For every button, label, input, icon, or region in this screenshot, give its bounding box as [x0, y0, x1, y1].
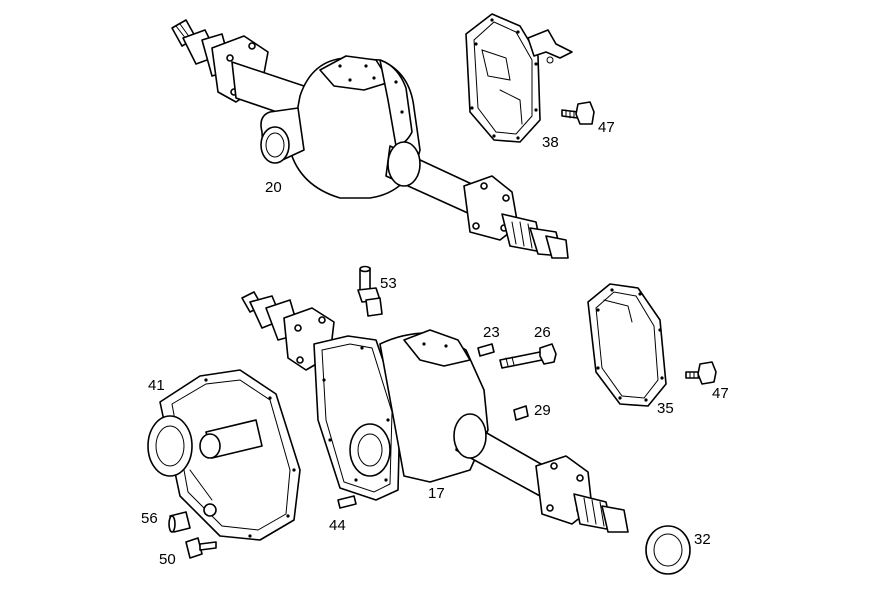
- plug-56: [168, 511, 191, 533]
- callout-56: 56: [141, 510, 158, 527]
- callout-29: 29: [534, 402, 551, 419]
- axle-housing-upper: [171, 19, 569, 259]
- callout-47-upper: 47: [598, 119, 615, 136]
- axle-housing-lower: [241, 291, 629, 533]
- callout-35: 35: [657, 400, 674, 417]
- plug-29: [513, 405, 529, 421]
- callout-44: 44: [329, 517, 346, 534]
- pin-44: [337, 495, 357, 509]
- breather-53: [357, 265, 383, 317]
- callout-32: 32: [694, 531, 711, 548]
- bolt-26: [499, 343, 557, 369]
- callout-20: 20: [265, 179, 282, 196]
- callout-17: 17: [428, 485, 445, 502]
- callout-53: 53: [380, 275, 397, 292]
- callout-23: 23: [483, 324, 500, 341]
- pin-23: [477, 343, 495, 357]
- bolt-47-upper: [561, 101, 595, 125]
- bolt-47-lower: [685, 361, 717, 385]
- rear-cover-38: [465, 13, 573, 143]
- rear-cover-35: [587, 283, 667, 407]
- seal-ring-32: [645, 525, 691, 575]
- callout-41: 41: [148, 377, 165, 394]
- bolt-50: [185, 537, 217, 559]
- front-cover-41: [147, 369, 301, 541]
- callout-26: 26: [534, 324, 551, 341]
- callout-50: 50: [159, 551, 176, 568]
- callout-47-lower: 47: [712, 385, 729, 402]
- callout-38: 38: [542, 134, 559, 151]
